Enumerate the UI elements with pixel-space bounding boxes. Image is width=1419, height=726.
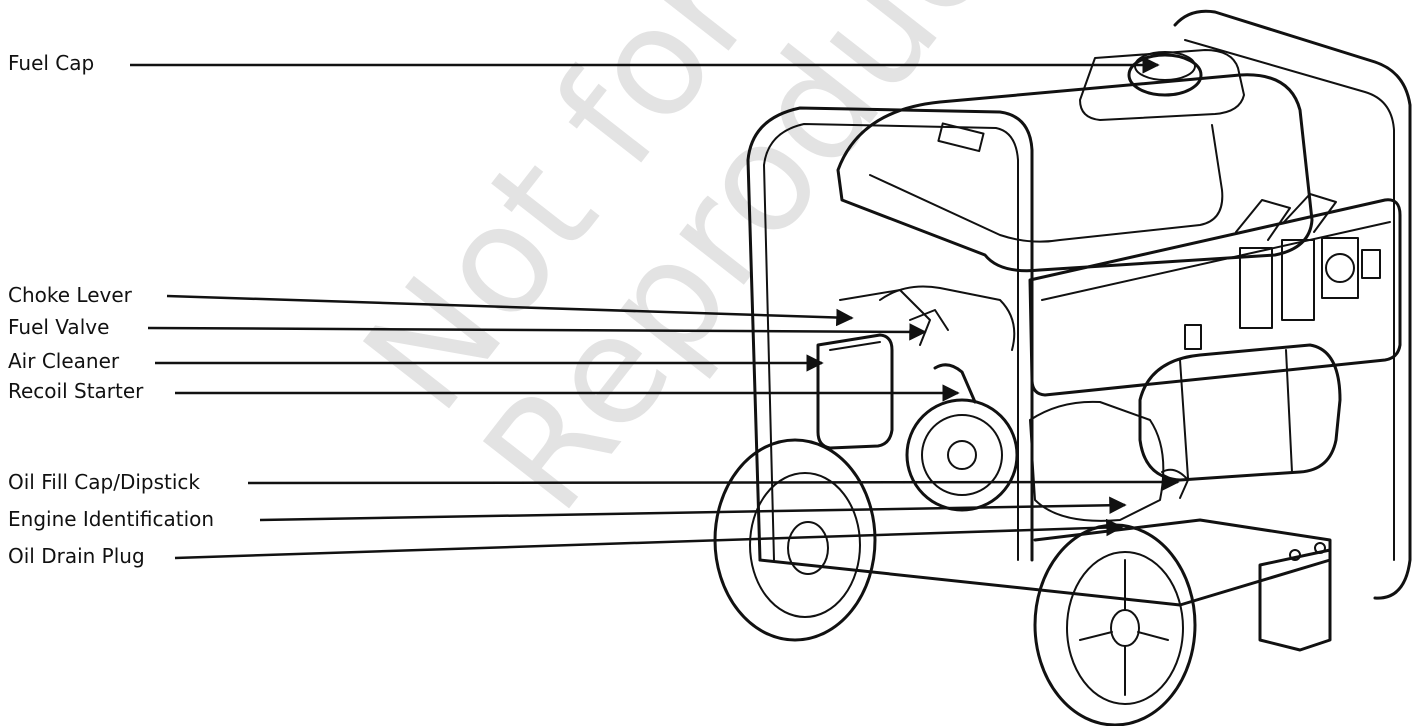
recoil-starter-housing bbox=[905, 398, 1019, 512]
leader-engine-identification bbox=[259, 496, 1127, 522]
label-fuel-cap: Fuel Cap bbox=[8, 51, 95, 75]
label-choke-lever: Choke Lever bbox=[8, 283, 132, 307]
outlet-twistlock bbox=[1321, 237, 1359, 299]
tank-badge bbox=[937, 122, 985, 153]
panel-edge bbox=[1041, 221, 1391, 301]
rear-frame-inner bbox=[1184, 39, 1395, 561]
foot-bolt-2 bbox=[1314, 542, 1326, 554]
rear-wheel-rim bbox=[749, 472, 861, 618]
outlet-2 bbox=[1281, 239, 1315, 321]
fuel-tank bbox=[836, 73, 1314, 273]
fuel-cap-shape bbox=[1127, 53, 1203, 97]
leader-oil-drain-plug bbox=[174, 518, 1124, 560]
leader-choke-lever bbox=[166, 294, 854, 327]
alternator-bands bbox=[1179, 349, 1293, 479]
front-wheel-rim bbox=[1066, 551, 1184, 705]
air-cleaner-lid bbox=[829, 341, 881, 351]
breaker-switch bbox=[1361, 249, 1381, 279]
recoil-hub bbox=[947, 440, 977, 470]
leader-fuel-valve bbox=[147, 323, 927, 341]
outlet-1 bbox=[1239, 247, 1273, 329]
alternator bbox=[1138, 343, 1342, 482]
leader-oil-fill-cap-dipstick bbox=[247, 473, 1180, 491]
front-frame bbox=[746, 106, 1034, 562]
label-fuel-valve: Fuel Valve bbox=[8, 315, 110, 339]
foot-bolt-1 bbox=[1289, 549, 1301, 561]
outlet-cover-2 bbox=[1283, 193, 1337, 233]
fuel-valve-shape bbox=[909, 309, 949, 331]
crankcase bbox=[1029, 400, 1165, 522]
fuel-tank-ridge bbox=[869, 124, 1224, 243]
label-air-cleaner: Air Cleaner bbox=[8, 349, 120, 373]
recoil-handle bbox=[933, 363, 977, 404]
rear-frame bbox=[1173, 9, 1412, 600]
engine-switch bbox=[1184, 324, 1202, 350]
front-wheel-spokes bbox=[1079, 559, 1169, 696]
outlet-cover-1 bbox=[1235, 199, 1291, 241]
label-recoil-starter: Recoil Starter bbox=[8, 379, 144, 403]
rear-wheel-hub bbox=[787, 521, 829, 575]
label-engine-identification: Engine Identification bbox=[8, 507, 215, 531]
label-oil-drain-plug: Oil Drain Plug bbox=[8, 544, 145, 568]
recoil-grille bbox=[921, 414, 1003, 496]
twistlock-socket bbox=[1325, 253, 1355, 283]
fuel-cap-recess bbox=[1079, 49, 1245, 121]
oil-fill-cap bbox=[1161, 468, 1189, 499]
label-oil-fill-cap-dipstick: Oil Fill Cap/Dipstick bbox=[8, 470, 200, 494]
front-frame-inner bbox=[763, 123, 1019, 561]
control-panel bbox=[1028, 198, 1402, 397]
air-cleaner-box bbox=[816, 333, 894, 450]
